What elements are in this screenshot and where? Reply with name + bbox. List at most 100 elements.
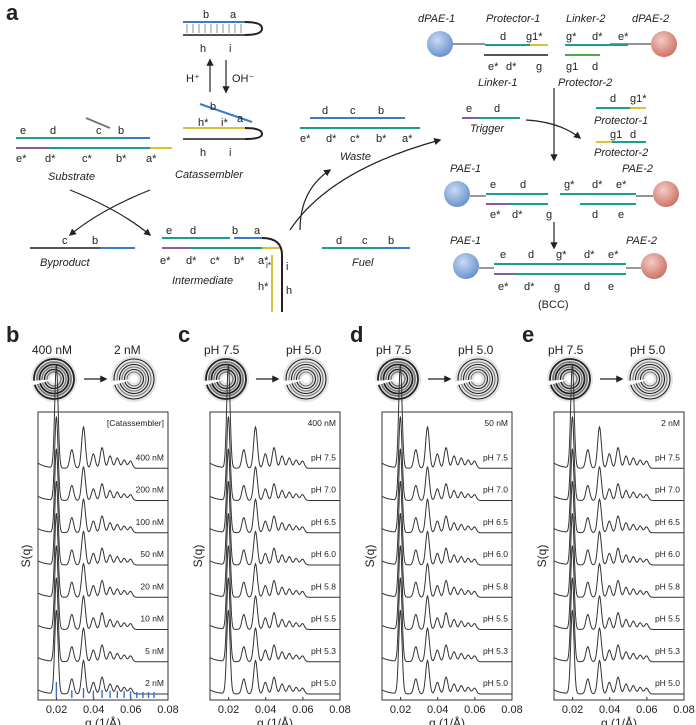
series-label: pH 7.5 (483, 452, 508, 462)
saxs-pattern-right (282, 356, 329, 402)
domain-label: b* (376, 133, 387, 145)
domain-label: g1* (630, 93, 647, 105)
linker1-label: Linker-1 (478, 77, 518, 89)
series-label: pH 5.0 (311, 678, 336, 688)
domain-label: d (592, 61, 598, 73)
domain-label: h (200, 43, 206, 55)
pae1-bcc-label: PAE-1 (450, 235, 481, 247)
domain-label: b (203, 9, 209, 21)
series-label: pH 7.0 (483, 485, 508, 495)
saxs-curve (209, 416, 340, 501)
x-tick-label: 0.08 (157, 704, 178, 716)
intermediate-label: Intermediate (172, 275, 233, 287)
saxs-pattern-right (626, 356, 673, 402)
series-label: 2 nM (145, 678, 164, 688)
domain-label: d (500, 31, 506, 43)
domain-label: d (520, 179, 526, 191)
x-tick-label: 0.06 (120, 704, 141, 716)
catassembler-label: Catassembler (175, 169, 244, 181)
domain-label: g1 (566, 61, 578, 73)
chart-title-right: 2 nM (114, 343, 141, 357)
dpae1-label: dPAE-1 (418, 13, 455, 25)
released-protectors: d g1* Protector-1 g1 d Protector-2 (594, 93, 648, 159)
domain-label: d* (592, 179, 603, 191)
domain-label: d (584, 281, 590, 293)
byproduct-label: Byproduct (40, 257, 90, 269)
chart-title-right: pH 5.0 (286, 343, 322, 357)
chart-title-left: pH 7.5 (204, 343, 240, 357)
chart-title-right: pH 5.0 (630, 343, 666, 357)
saxs-curve (209, 577, 340, 663)
saxs-curve (553, 364, 684, 469)
pae2-bcc-label: PAE-2 (626, 235, 657, 247)
domain-label: d* (584, 249, 595, 261)
domain-label: d (610, 93, 616, 105)
y-axis-label: S(q) (19, 545, 33, 568)
plot-frame (553, 411, 685, 701)
domain-label: i (229, 147, 231, 159)
series-label: 5 nM (145, 646, 164, 656)
domain-label: e (608, 281, 614, 293)
pae-assembly: e d g* d* e* e* d* g d e PAE-1 PAE-2 (444, 163, 679, 250)
acid-label: H⁺ (186, 73, 200, 85)
saxs-curve (209, 513, 340, 598)
series-label: pH 7.0 (655, 485, 680, 495)
plot-frame (37, 411, 169, 701)
domain-label: e* (498, 281, 509, 293)
bcc-assembly: e d g* d* e* e* d* g d e PAE-1 PAE-2 (BC… (450, 235, 667, 311)
saxs-curve (381, 364, 512, 469)
series-label: pH 5.8 (655, 581, 680, 591)
intermediate: e d b a e* d* c* b* a* i* h* i h Interme… (160, 225, 292, 312)
panel-label-a: a (6, 0, 19, 25)
domain-label: g* (556, 249, 567, 261)
domain-label: b (92, 235, 98, 247)
bcc-label: (BCC) (538, 299, 569, 311)
series-label: 200 nM (136, 485, 164, 495)
domain-label: g1* (526, 31, 543, 43)
series-label: pH 6.0 (311, 549, 336, 559)
protector2-free-label: Protector-2 (594, 147, 648, 159)
domain-label: d (528, 249, 534, 261)
series-label: 50 nM (140, 549, 164, 559)
domain-label: c* (82, 153, 93, 165)
series-label: 100 nM (136, 517, 164, 527)
x-tick-label: 0.02 (46, 704, 67, 716)
x-axis-label: q (1/Å) (85, 715, 121, 725)
domain-label: d (494, 103, 500, 115)
saxs-curve (209, 364, 340, 469)
x-tick-label: 0.04 (427, 704, 448, 716)
domain-label: d* (326, 133, 337, 145)
series-label: pH 7.5 (311, 452, 336, 462)
domain-label: a (254, 225, 261, 237)
saxs-curve (381, 545, 512, 630)
saxs-curve (381, 513, 512, 598)
domain-label: e* (616, 179, 627, 191)
domain-label: e (466, 103, 472, 115)
domain-label: d* (45, 153, 56, 165)
saxs-curve (37, 577, 168, 663)
legend-header: [Catassembler] (107, 418, 164, 428)
chart-title-left: pH 7.5 (548, 343, 584, 357)
x-tick-label: 0.02 (562, 704, 583, 716)
series-label: pH 5.5 (483, 614, 508, 624)
domain-label: e* (488, 61, 499, 73)
x-tick-label: 0.04 (83, 704, 104, 716)
saxs-curve (553, 577, 684, 663)
saxs-pattern-right (110, 356, 157, 402)
series-label: pH 6.5 (483, 517, 508, 527)
series-label: pH 6.0 (655, 549, 680, 559)
saxs-curve (553, 545, 684, 630)
plot-frame (381, 411, 513, 701)
domain-label: d* (186, 255, 197, 267)
domain-label: i (229, 43, 231, 55)
saxs-curve (37, 416, 168, 501)
protector2-label: Protector-2 (558, 77, 612, 89)
x-tick-label: 0.02 (218, 704, 239, 716)
saxs-curve (209, 545, 340, 630)
protector1-label: Protector-1 (486, 13, 540, 25)
saxs-pattern-left (374, 356, 421, 402)
saxs-curve (381, 609, 512, 695)
protector1-free-label: Protector-1 (594, 115, 648, 127)
saxs-pattern-left (546, 356, 593, 402)
